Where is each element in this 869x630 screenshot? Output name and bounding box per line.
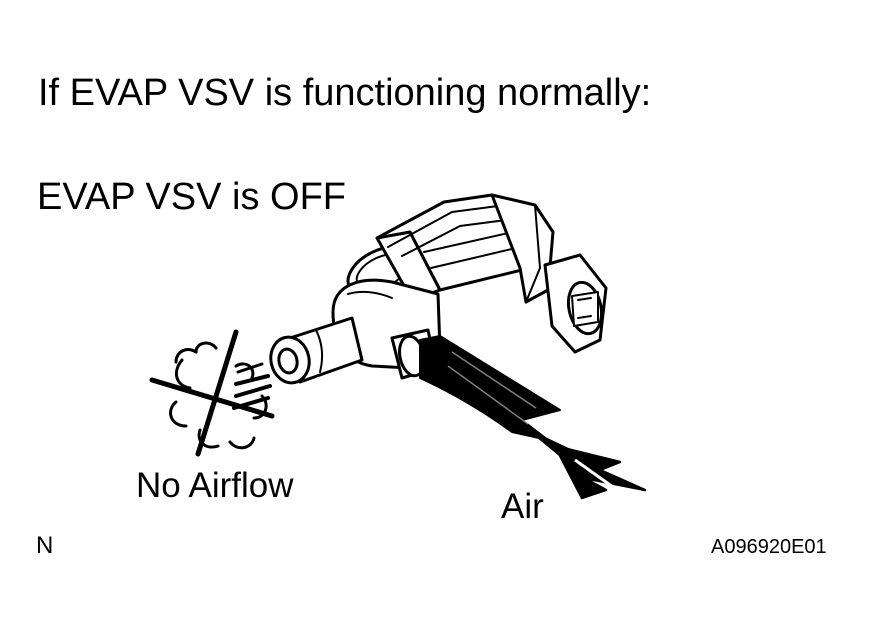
no-airflow-label: No Airflow — [136, 466, 294, 505]
valve-state-label: EVAP VSV is OFF — [37, 176, 347, 218]
no-airflow-cross-icon — [149, 329, 275, 457]
evap-vsv-valve-illustration — [269, 193, 608, 385]
air-label: Air — [501, 487, 544, 526]
air-direction-arrow-icon — [530, 430, 647, 500]
corner-mark: N — [36, 532, 54, 559]
figure-code: A096920E01 — [711, 536, 827, 558]
air-hose-illustration — [419, 335, 561, 441]
figure-heading: If EVAP VSV is functioning normally: — [38, 72, 652, 114]
